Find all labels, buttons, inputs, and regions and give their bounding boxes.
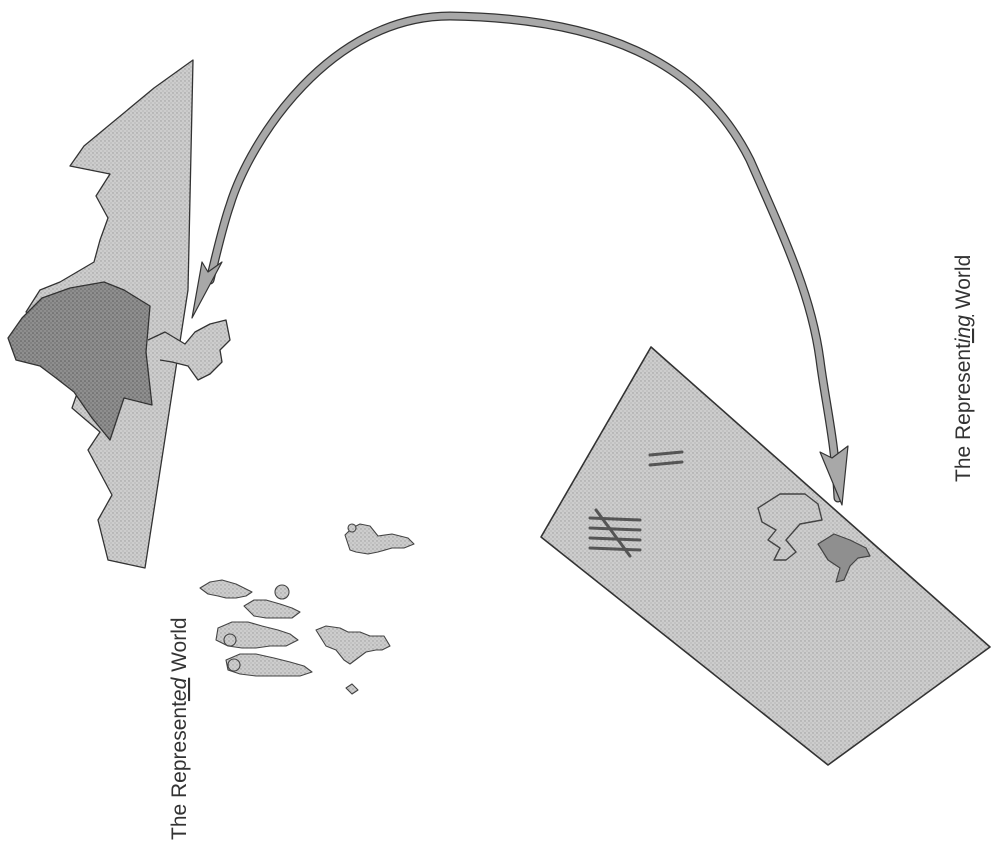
svg-text:The Represented World: The Represented World <box>168 617 191 840</box>
representing-paper <box>540 346 991 766</box>
representing-world-label: The Representing World <box>952 255 975 482</box>
mini-mountain <box>757 493 823 561</box>
mini-person <box>817 533 871 583</box>
represented-world-text: World <box>168 617 191 677</box>
represented-world-label: The Represented World <box>168 617 191 840</box>
representing-prefix: The Represent <box>952 343 975 482</box>
representing-suffix: ing <box>952 315 975 343</box>
mapping-arrow <box>191 11 849 506</box>
representing-world-text: World <box>952 255 975 315</box>
represented-suffix: ed <box>168 676 191 701</box>
tally-marks <box>588 450 684 558</box>
represented-prefix: The Represent <box>168 701 191 840</box>
svg-text:The Representing World: The Representing World <box>952 255 975 482</box>
people-figures <box>199 523 415 695</box>
mountain-shape <box>7 59 231 569</box>
arrowhead-right <box>819 445 849 506</box>
arrowhead-left <box>191 261 223 319</box>
